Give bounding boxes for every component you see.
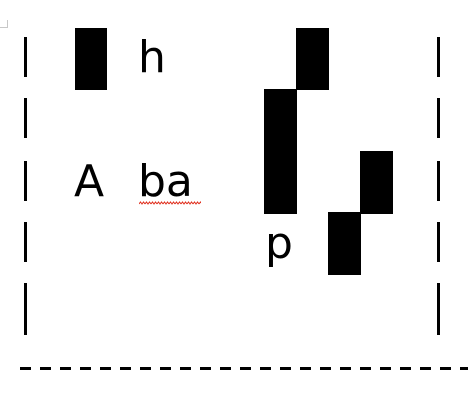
right-column-border [437,222,440,262]
black-bar-block [328,212,361,275]
right-column-border [437,283,440,335]
right-column-border [437,37,440,77]
page-break-line [20,367,468,370]
left-column-border [24,161,27,201]
left-column-border [24,283,27,335]
black-bar-block [360,151,393,214]
page-corner-marker [0,20,8,28]
text-cell-p[interactable]: p [265,218,293,269]
black-bar-block [264,89,297,214]
text-cell-a[interactable]: A [74,156,105,207]
black-bar-block [296,28,329,90]
left-column-border [24,37,27,77]
black-bar-block [75,28,107,90]
text-cell-ba[interactable]: ba [138,156,193,207]
text-cell-h[interactable]: h [138,32,166,83]
left-column-border [24,222,27,262]
left-column-border [24,98,27,138]
right-column-border [437,161,440,201]
spellcheck-underline[interactable] [139,201,201,205]
right-column-border [437,98,440,138]
